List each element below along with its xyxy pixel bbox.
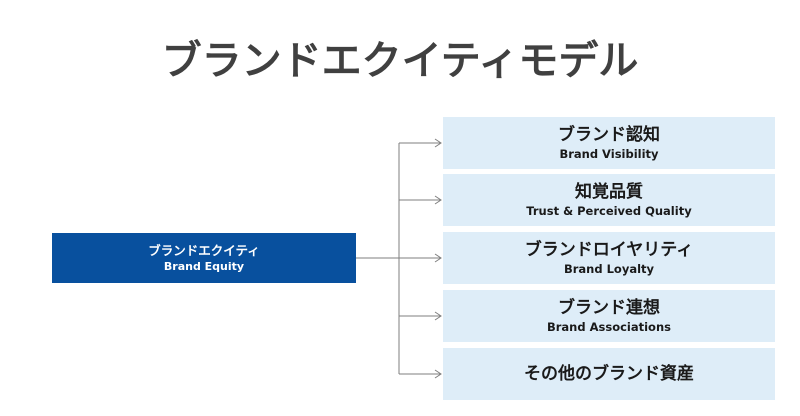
branch-node-brand-associations: ブランド連想 Brand Associations (443, 290, 775, 342)
branch-node-perceived-quality: 知覚品質 Trust & Perceived Quality (443, 174, 775, 226)
branch-label-en: Brand Visibility (559, 147, 659, 161)
branch-label-en: Brand Loyalty (563, 262, 655, 276)
branch-label-en: Brand Associations (546, 320, 671, 334)
branch-label-jp: ブランド連想 (558, 298, 660, 318)
arrowhead (434, 195, 442, 205)
arrowhead (434, 138, 442, 148)
branch-label-en: Trust & Perceived Quality (526, 204, 692, 218)
branch-node-brand-visibility: ブランド認知 Brand Visibility (443, 117, 775, 169)
arrowhead (434, 253, 442, 263)
root-node-brand-equity: ブランドエクイティ Brand Equity (52, 233, 356, 283)
branch-label-jp: ブランド認知 (558, 125, 660, 145)
branch-label-jp: その他のブランド資産 (524, 364, 694, 384)
branch-label-jp: ブランドロイヤリティ (524, 240, 694, 260)
branch-node-brand-loyalty: ブランドロイヤリティ Brand Loyalty (443, 232, 775, 284)
branch-node-other-brand-assets: その他のブランド資産 (443, 348, 775, 400)
branch-label-jp: 知覚品質 (575, 182, 643, 202)
arrowhead (434, 369, 442, 379)
page-title: ブランドエクイティモデル (161, 38, 639, 84)
root-node-label-en: Brand Equity (163, 259, 245, 273)
arrowhead (434, 311, 442, 321)
root-node-label-jp: ブランドエクイティ (148, 242, 260, 258)
